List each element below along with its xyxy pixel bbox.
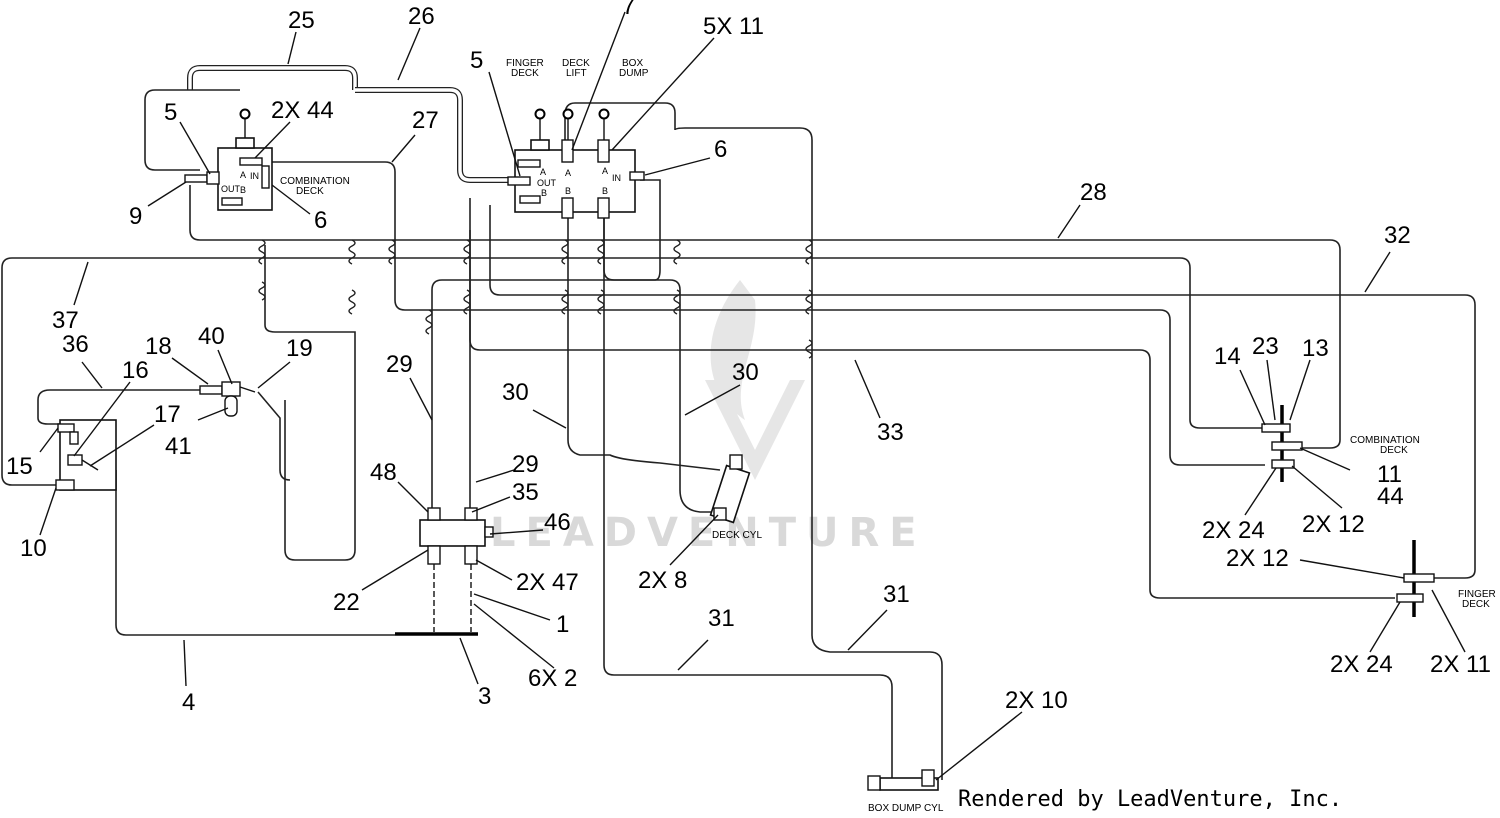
callout-44: 44 xyxy=(1377,483,1404,510)
callout-31-right: 31 xyxy=(883,581,910,608)
callout-26: 26 xyxy=(408,3,435,30)
svg-text:LIFT: LIFT xyxy=(566,68,587,79)
callout-5-combo: 5 xyxy=(164,99,177,126)
callout-48: 48 xyxy=(370,459,397,486)
callout-30-right: 30 xyxy=(732,359,759,386)
callout-30-left: 30 xyxy=(502,379,529,406)
callout-36: 36 xyxy=(62,331,89,358)
callout-2x12-combo: 2X 12 xyxy=(1302,511,1365,538)
callout-15: 15 xyxy=(6,453,33,480)
callout-28: 28 xyxy=(1080,179,1107,206)
callout-23: 23 xyxy=(1252,333,1279,360)
callout-17: 17 xyxy=(154,401,181,428)
callout-numbers: 25 26 7 5X 11 5 5 2X 44 27 6 6 9 28 32 3… xyxy=(6,0,1491,716)
svg-text:BOX DUMP CYL: BOX DUMP CYL xyxy=(868,803,944,814)
svg-text:DECK: DECK xyxy=(1380,445,1408,456)
svg-text:DUMP: DUMP xyxy=(619,68,649,79)
callout-2x11: 2X 11 xyxy=(1430,651,1491,678)
callout-1: 1 xyxy=(556,611,569,638)
callout-14: 14 xyxy=(1214,343,1241,370)
callout-6x2: 6X 2 xyxy=(528,665,577,692)
svg-text:BOX: BOX xyxy=(622,58,643,69)
combination-deck-couplers: COMBINATION DECK xyxy=(1261,405,1420,482)
svg-text:OUT: OUT xyxy=(537,178,557,188)
svg-text:DECK CYL: DECK CYL xyxy=(712,530,762,541)
callout-5x11: 5X 11 xyxy=(703,13,764,40)
callout-3: 3 xyxy=(478,683,491,710)
callout-6-main: 6 xyxy=(714,136,727,163)
callout-11: 11 xyxy=(1377,461,1402,488)
svg-text:DECK: DECK xyxy=(562,58,590,69)
callout-2x8: 2X 8 xyxy=(638,567,687,594)
callout-27: 27 xyxy=(412,107,439,134)
svg-text:DECK: DECK xyxy=(296,186,324,197)
finger-deck-couplers: FINGER DECK xyxy=(1396,540,1496,617)
svg-text:B: B xyxy=(565,186,571,196)
callout-2x47: 2X 47 xyxy=(516,569,579,596)
main-control-valve: A OUT B A B A B IN FINGER DECK DECK LIFT… xyxy=(506,58,649,219)
callout-6-combo: 6 xyxy=(314,207,327,234)
callout-33: 33 xyxy=(877,419,904,446)
svg-text:A: A xyxy=(540,167,546,177)
callout-29-upper: 29 xyxy=(386,351,413,378)
callout-10: 10 xyxy=(20,535,47,562)
svg-text:FINGER: FINGER xyxy=(506,58,544,69)
callout-4: 4 xyxy=(182,689,195,716)
svg-text:B: B xyxy=(240,185,246,195)
callout-2x44: 2X 44 xyxy=(271,97,334,124)
callout-31-left: 31 xyxy=(708,605,735,632)
svg-text:A: A xyxy=(565,168,571,178)
callout-2x10: 2X 10 xyxy=(1005,687,1068,714)
callout-16: 16 xyxy=(122,357,149,384)
callout-19: 19 xyxy=(286,335,313,362)
callout-9: 9 xyxy=(129,203,142,230)
svg-text:DECK: DECK xyxy=(511,68,539,79)
svg-text:COMBINATION: COMBINATION xyxy=(1350,435,1420,446)
callout-2x24-combo: 2X 24 xyxy=(1202,517,1265,544)
svg-text:IN: IN xyxy=(250,171,259,181)
hose-lines xyxy=(1,65,1476,780)
callout-41: 41 xyxy=(165,433,192,460)
callout-5-main: 5 xyxy=(470,47,483,74)
svg-text:FINGER: FINGER xyxy=(1458,589,1496,600)
leader-lines xyxy=(39,11,1466,781)
hose-crossovers xyxy=(258,239,813,359)
svg-text:A: A xyxy=(602,166,608,176)
watermark: LEADVENTURE xyxy=(490,280,927,556)
tee-fitting xyxy=(199,381,256,417)
callout-22: 22 xyxy=(333,589,360,616)
callout-13: 13 xyxy=(1302,335,1329,362)
svg-text:IN: IN xyxy=(612,173,621,183)
callout-7: 7 xyxy=(622,0,635,20)
callout-2x12-finger: 2X 12 xyxy=(1226,545,1289,572)
svg-text:OUT: OUT xyxy=(221,184,241,194)
filter-assembly xyxy=(395,507,494,636)
svg-text:B: B xyxy=(602,186,608,196)
callout-29-lower: 29 xyxy=(512,451,539,478)
svg-text:COMBINATION: COMBINATION xyxy=(280,176,350,187)
pump-block xyxy=(55,419,117,491)
callout-37: 37 xyxy=(52,307,79,334)
callout-35: 35 xyxy=(512,479,539,506)
callout-18: 18 xyxy=(145,333,172,360)
svg-text:DECK: DECK xyxy=(1462,599,1490,610)
callout-46: 46 xyxy=(544,509,571,536)
callout-40: 40 xyxy=(198,323,225,350)
callout-32: 32 xyxy=(1384,222,1411,249)
svg-text:A: A xyxy=(240,170,246,180)
svg-text:B: B xyxy=(541,188,547,198)
callout-25: 25 xyxy=(288,7,315,34)
callout-2x24-finger: 2X 24 xyxy=(1330,651,1393,678)
box-dump-cylinder: BOX DUMP CYL xyxy=(867,769,944,814)
render-credit: Rendered by LeadVenture, Inc. xyxy=(958,787,1342,812)
combination-deck-valve: A IN OUT B COMBINATION DECK xyxy=(184,108,350,211)
watermark-text: LEADVENTURE xyxy=(490,510,927,556)
